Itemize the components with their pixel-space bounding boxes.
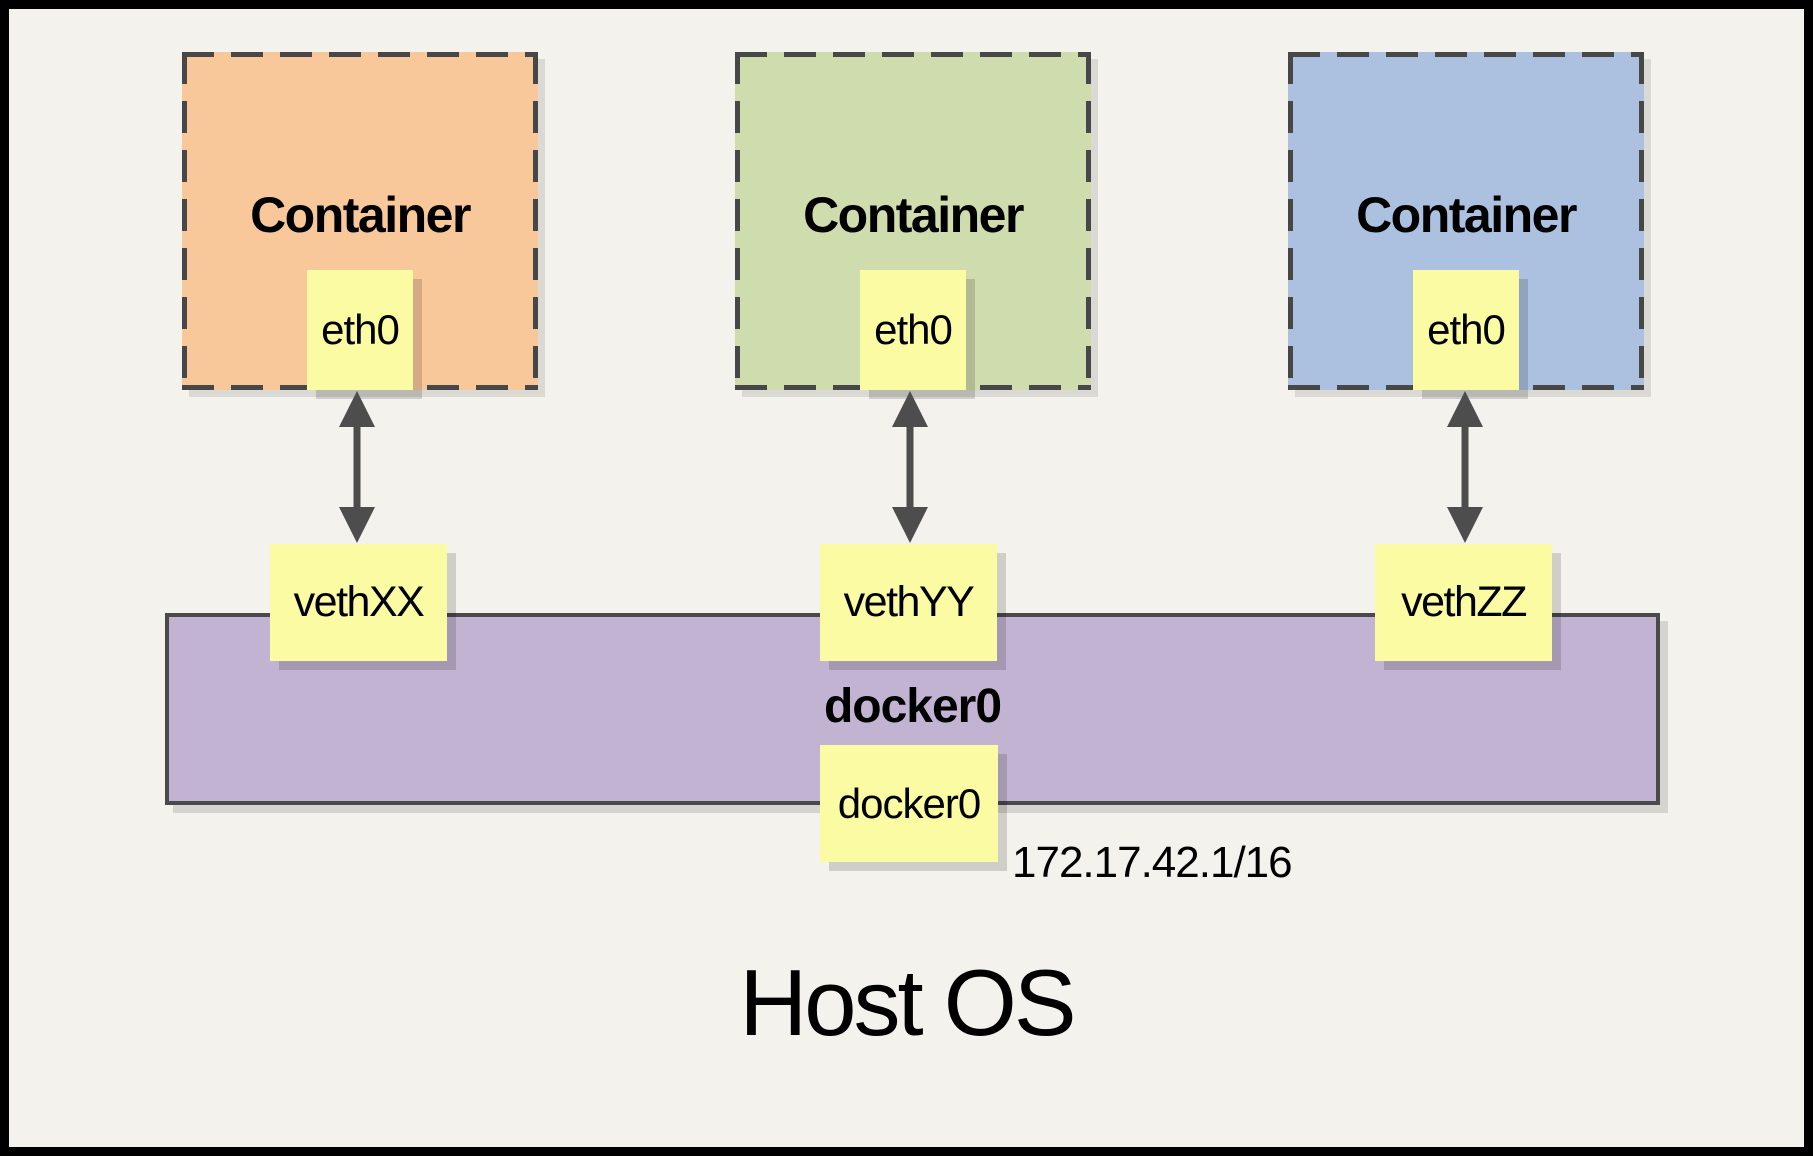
docker0-interface-note: docker0 xyxy=(820,745,998,862)
bridge-ip-label: 172.17.42.1/16 xyxy=(1012,838,1293,887)
container-1-title: Container xyxy=(250,187,471,243)
container-1-eth0-note: eth0 xyxy=(307,270,413,390)
vethzz-note: vethZZ xyxy=(1375,544,1552,661)
container-3-eth0-note: eth0 xyxy=(1413,270,1519,390)
container-3-title: Container xyxy=(1356,187,1577,243)
container-box-1: Container eth0 xyxy=(182,52,538,390)
host-os-label: Host OS xyxy=(739,950,1076,1055)
container-2-title: Container xyxy=(803,187,1024,243)
bidirectional-arrow-icon-2 xyxy=(892,391,928,543)
bidirectional-arrow-icon-3 xyxy=(1447,391,1483,543)
container-2-eth0-note: eth0 xyxy=(860,270,966,390)
bidirectional-arrow-icon-1 xyxy=(339,391,375,543)
container-box-3: Container eth0 xyxy=(1288,52,1644,390)
vethxx-note: vethXX xyxy=(270,544,447,661)
container-box-2: Container eth0 xyxy=(735,52,1091,390)
docker0-bridge-label: docker0 xyxy=(823,680,1002,733)
vethyy-note: vethYY xyxy=(820,544,997,661)
